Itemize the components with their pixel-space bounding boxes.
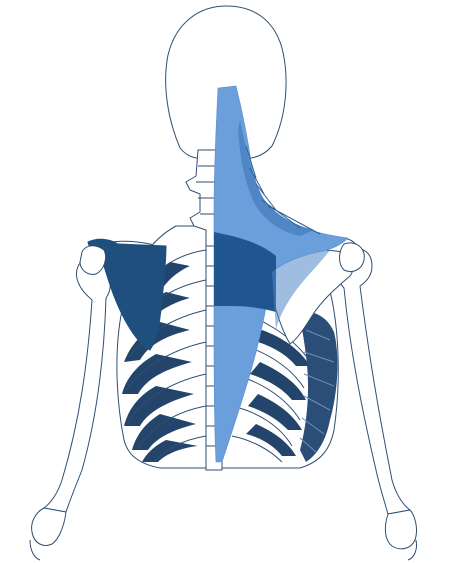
left-arm-bones: [30, 257, 110, 560]
right-arm-bones: [338, 249, 417, 560]
